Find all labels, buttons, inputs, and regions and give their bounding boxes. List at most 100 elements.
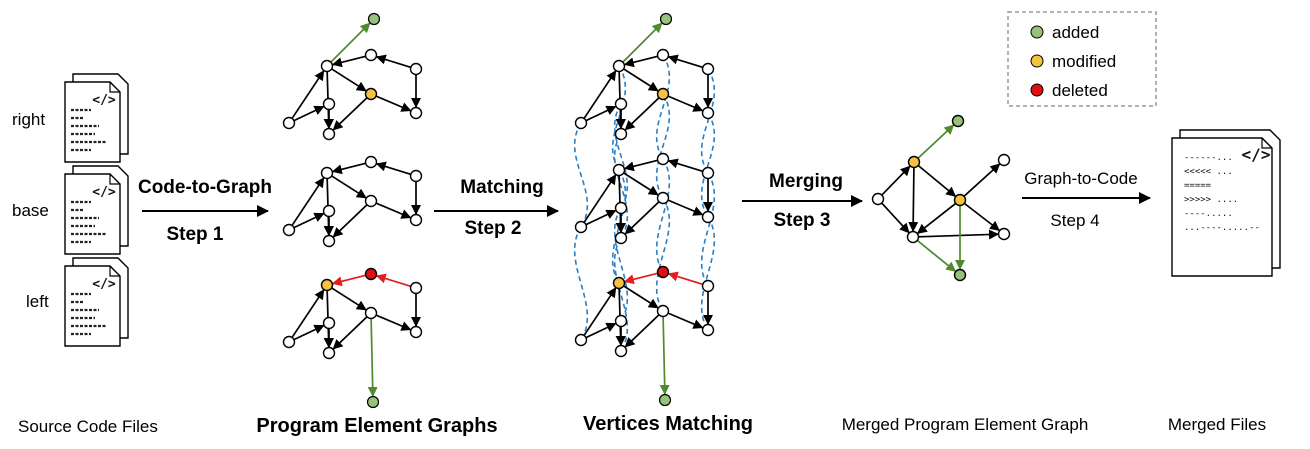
legend-added-marker [1030,25,1044,39]
graph-node [701,323,715,337]
caption-merged-files: Merged Files [1168,415,1266,434]
merged-code-line: >>>>> .... [1184,195,1238,205]
match-line [656,93,670,199]
vertices-matching-graphs [574,12,715,407]
match-line [655,158,671,273]
code-document-icon: </> [64,165,129,255]
merged-node [951,114,965,128]
graph-node [364,87,378,101]
code-tag-icon: </> [92,185,116,200]
added-node [367,12,381,26]
graph-node [656,48,670,62]
added-node [658,393,672,407]
graph-node [364,194,378,208]
source-code-files: </> </> </> [64,73,129,347]
match-line [573,226,589,341]
vm-graph-right [574,12,715,141]
graph-node [614,231,628,245]
graph-node [322,204,336,218]
caption-vertices-matching: Vertices Matching [583,413,753,435]
legend-deleted-label: deleted [1052,81,1108,100]
merged-node [953,268,967,282]
graph-node [364,155,378,169]
graph-node [322,316,336,330]
graph-node [320,278,334,292]
file-label-left: left [26,292,49,311]
graph-node [701,106,715,120]
match-line [574,122,588,228]
graph-node [701,279,715,293]
graph-node [614,201,628,215]
graph-node [409,213,423,227]
caption-program-element-graphs: Program Element Graphs [256,415,497,437]
graph-node [409,106,423,120]
merged-node [953,193,967,207]
merged-code-line: ------... [1184,153,1233,163]
step-2: Matching Step 2 [434,177,559,239]
legend-deleted-marker [1030,83,1044,97]
step-4-name: Graph-to-Code [1024,169,1137,188]
vertex-matching-lines [573,54,716,352]
caption-source-code-files: Source Code Files [18,417,158,436]
match-line [700,172,716,287]
graph-node [322,346,336,360]
graph-base [282,155,423,248]
graph-node [282,116,296,130]
graph-node [409,62,423,76]
merged-code-line: ===== [1184,181,1212,191]
code-document-icon: </> [64,73,129,163]
step-4: Graph-to-Code Step 4 [1022,169,1151,230]
merged-code-line: ...----.....-- [1184,223,1260,233]
merged-files: </>------...<<<<< ...=====>>>>> ....----… [1171,129,1281,277]
merged-program-element-graph [871,114,1011,282]
added-node [659,12,673,26]
merged-node [997,227,1011,241]
step-1-label: Step 1 [166,224,223,245]
graph-node [612,276,626,290]
graph-node [612,59,626,73]
graph-node [282,223,296,237]
step-2-label: Step 2 [464,218,521,239]
graph-node [574,116,588,130]
step-1: Code-to-Graph Step 1 [138,177,272,245]
graph-node [701,166,715,180]
merged-node [871,192,885,206]
merged-node [906,230,920,244]
graph-node [320,59,334,73]
graph-node [574,333,588,347]
code-tag-icon: </> [92,277,116,292]
step-2-name: Matching [460,177,543,198]
graph-node [614,97,628,111]
added-node [366,395,380,409]
graph-node [364,267,378,281]
graph-node [409,169,423,183]
graph-node [656,87,670,101]
file-label-right: right [12,110,45,129]
match-line [611,169,627,284]
step-4-label: Step 4 [1050,211,1099,230]
graph-node [701,210,715,224]
graph-node [656,152,670,166]
vm-graph-left [574,265,715,407]
match-line [655,197,671,312]
graph-node [614,314,628,328]
graph-node [322,97,336,111]
legend-modified-marker [1030,54,1044,68]
graph-node [282,335,296,349]
graph-node [612,163,626,177]
graph-node [322,127,336,141]
code-document-icon: </>------...<<<<< ...=====>>>>> ....----… [1171,129,1281,277]
graph-node [409,281,423,295]
code-document-icon: </> [64,257,129,347]
legend-added-label: added [1052,23,1099,42]
step-1-name: Code-to-Graph [138,177,272,198]
step-3: Merging Step 3 [742,171,863,231]
graph-node [614,344,628,358]
file-label-base: base [12,201,49,220]
caption-merged-program-element-graph: Merged Program Element Graph [842,415,1089,434]
step-3-label: Step 3 [773,210,830,231]
match-line [701,68,715,174]
